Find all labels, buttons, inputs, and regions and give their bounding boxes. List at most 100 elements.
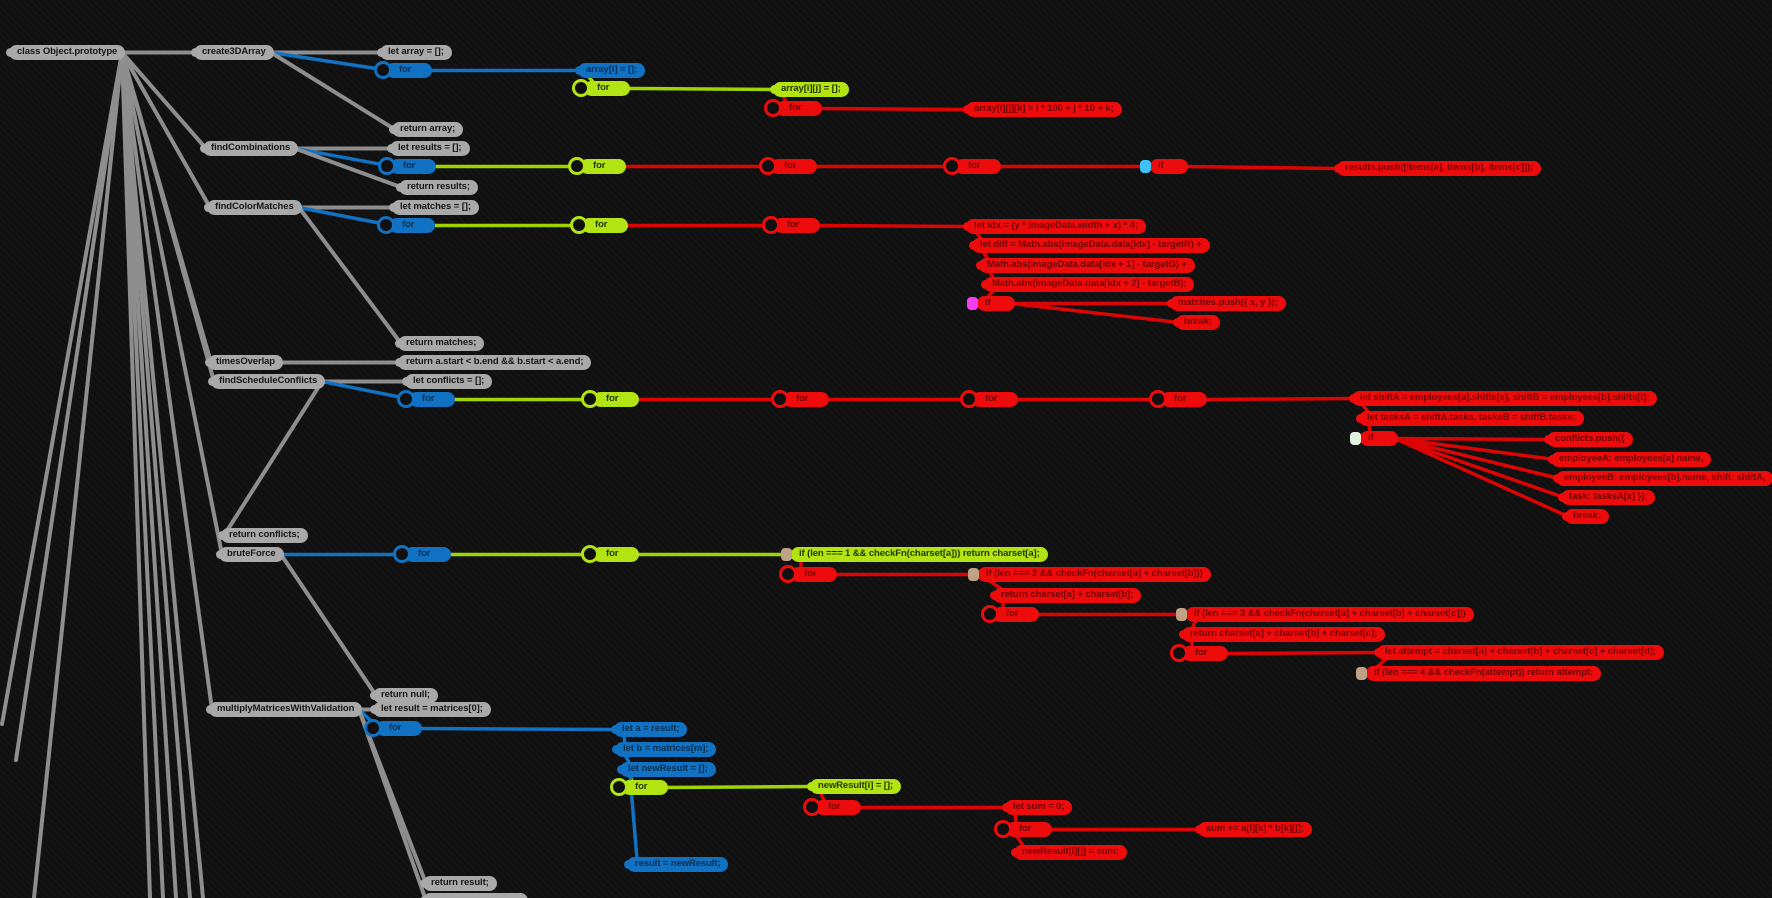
node-label: let diff = Math.abs(imageData.data[idx] … (980, 239, 1202, 250)
c3a-for-j-loop-node[interactable]: for (572, 79, 630, 97)
fn-bruteforce-node[interactable]: bruteForce (216, 547, 284, 562)
to-return-node[interactable]: return a.start < b.end && b.start < a.en… (394, 355, 592, 370)
bf-for1-loop-node[interactable]: for (393, 545, 451, 563)
fsc-stmt1-node[interactable]: let shiftA = employees[a].shifts[s], shi… (1348, 391, 1658, 406)
fcm-return-node[interactable]: return matches; (394, 336, 485, 351)
edge (120, 50, 152, 898)
edge (1183, 164, 1342, 171)
fsc-return-node[interactable]: return conflicts; (218, 528, 308, 543)
fn-multiplymatrices-node[interactable]: multiplyMatricesWithValidation (205, 702, 363, 717)
c3a-stmt-ijk-node[interactable]: array[i][j][k] = i * 100 + j * 10 + k; (963, 102, 1122, 117)
fsc-for4-loop-node[interactable]: for (960, 390, 1018, 408)
fcm-diff-node[interactable]: let diff = Math.abs(imageData.data[idx] … (969, 238, 1210, 253)
fcm-break-node[interactable]: break; (1173, 315, 1220, 330)
fsc-push-node[interactable]: conflicts.push({ (1544, 432, 1633, 447)
node-label: return result; (431, 877, 489, 888)
mm-add-node[interactable]: sum += a[i][k] * b[k][j]; (1195, 822, 1312, 837)
edge (663, 784, 815, 790)
c3a-for-i-loop-node[interactable]: for (374, 61, 432, 79)
fn-create3darray-node[interactable]: create3DArray (191, 45, 274, 60)
root-node[interactable]: class Object.prototype (5, 45, 126, 60)
fc-return-node[interactable]: return results; (396, 180, 478, 195)
fc-let-node[interactable]: let results = []; (387, 141, 470, 156)
mm-sum-node[interactable]: let sum = 0; (1001, 800, 1073, 815)
loop-ring-icon (374, 61, 392, 79)
node-label: employeeA: employees[a].name, (1559, 453, 1704, 464)
mm-return-node[interactable]: return result; (420, 876, 497, 891)
fc-if-node[interactable]: if (1140, 159, 1188, 174)
fcm-if-node[interactable]: if (967, 296, 1015, 311)
mm-assign-node[interactable]: result = newResult; (623, 857, 729, 872)
bf-stmt-node[interactable]: let attempt = charset[a] + charset[b] + … (1374, 645, 1664, 660)
c3a-return-node[interactable]: return array; (388, 122, 464, 137)
loop-ring-icon (581, 545, 599, 563)
mm-for3-loop-node[interactable]: for (803, 798, 861, 816)
bf-ret3-node[interactable]: return charset[a] + charset[b] + charset… (1178, 627, 1386, 642)
bf-if1-node[interactable]: if (len === 1 && checkFn(charset[a])) re… (781, 547, 1048, 562)
fn-timesoverlap-node[interactable]: timesOverlap (205, 355, 283, 370)
node-label: for (828, 801, 841, 812)
loop-ring-icon (960, 390, 978, 408)
fcm-for-x-loop-node[interactable]: for (570, 216, 628, 234)
bf-for4-loop-node[interactable]: for (981, 605, 1039, 623)
node-label: if (1368, 432, 1374, 443)
fc-push-node[interactable]: results.push([items[a], items[b], items[… (1333, 161, 1542, 176)
fsc-p5-node[interactable]: break; (1562, 509, 1609, 524)
mm-nr-node[interactable]: let newResult = []; (617, 762, 716, 777)
mm-a-node[interactable]: let a = result; (610, 722, 688, 737)
c3a-for-k-loop-node[interactable]: for (764, 99, 822, 117)
bf-for3-loop-node[interactable]: for (779, 565, 837, 583)
mm-let-node[interactable]: let result = matrices[0]; (370, 702, 491, 717)
mm-for2-loop-node[interactable]: for (610, 778, 668, 796)
fcm-push-node[interactable]: matches.push({ x, y }); (1167, 296, 1286, 311)
fsc-for5-loop-node[interactable]: for (1149, 390, 1207, 408)
fsc-for2-loop-node[interactable]: for (581, 390, 639, 408)
mm-set-node[interactable]: newResult[i][j] = sum; (1011, 845, 1127, 860)
edge (120, 50, 205, 898)
node-label: conflicts.push({ (1555, 433, 1625, 444)
fc-for-c-loop-node[interactable]: for (759, 157, 817, 175)
fc-for-d-loop-node[interactable]: for (943, 157, 1001, 175)
bf-ret2-node[interactable]: return charset[a] + charset[b]; (989, 588, 1142, 603)
fc-for-b-loop-node[interactable]: for (568, 157, 626, 175)
bf-null-node[interactable]: return null; (370, 688, 438, 703)
bf-if3-node[interactable]: if (len === 3 && checkFn(charset[a] + ch… (1176, 607, 1474, 622)
fsc-for3-loop-node[interactable]: for (771, 390, 829, 408)
mm-nri-node[interactable]: newResult[i] = []; (807, 779, 901, 794)
mm-for1-loop-node[interactable]: for (364, 719, 422, 737)
fcm-for-c-loop-node[interactable]: for (762, 216, 820, 234)
fsc-if-node[interactable]: if (1350, 431, 1398, 446)
node-label: for (784, 160, 797, 171)
fcm-g-node[interactable]: Math.abs(imageData.data[idx + 1] - targe… (976, 258, 1195, 273)
mm-for4-loop-node[interactable]: for (994, 820, 1052, 838)
fsc-for1-loop-node[interactable]: for (397, 390, 455, 408)
c3a-stmt-ij-node[interactable]: array[i][j] = []; (770, 82, 849, 97)
node-label: if (985, 297, 991, 308)
bf-for5-loop-node[interactable]: for (1170, 644, 1228, 662)
fc-for-a-loop-node[interactable]: for (378, 157, 436, 175)
fn-findscheduleconflicts-node[interactable]: findScheduleConflicts (207, 374, 326, 389)
node-label: for (1195, 647, 1208, 658)
bf-for2-loop-node[interactable]: for (581, 545, 639, 563)
fn-findcombinations-node[interactable]: findCombinations (199, 141, 299, 156)
fn-findcolormatches-node[interactable]: findColorMatches (204, 200, 302, 215)
if-condition-icon (1176, 608, 1187, 621)
fsc-let-node[interactable]: let conflicts = []; (401, 374, 493, 389)
node-label: class Object.prototype (17, 46, 118, 57)
bf-if2-node[interactable]: if (len === 2 && checkFn(charset[a] + ch… (968, 567, 1211, 582)
mm-b-node[interactable]: let b = matrices[m]; (611, 742, 717, 757)
bf-if4-node[interactable]: if (len === 4 && checkFn(attempt)) retur… (1356, 666, 1602, 681)
mm-part-node[interactable] (420, 893, 528, 898)
node-label: sum += a[i][k] * b[k][j]; (1206, 823, 1304, 834)
fsc-stmt2-node[interactable]: let tasksA = shiftA.tasks, tasksB = shif… (1356, 411, 1584, 426)
c3a-let-node[interactable]: let array = []; (377, 45, 452, 60)
fsc-p2-node[interactable]: employeeA: employees[a].name, (1547, 452, 1712, 467)
fsc-p4-node[interactable]: task: tasksA[x] }); (1557, 490, 1656, 505)
fcm-idx-node[interactable]: let idx = (y * imageData.width + x) * 4; (963, 219, 1146, 234)
node-label: findCombinations (211, 142, 291, 153)
fsc-p3-node[interactable]: employeeB: employees[b].name, shift: shi… (1552, 471, 1772, 486)
fcm-let-node[interactable]: let matches = []; (389, 200, 479, 215)
c3a-stmt-i-node[interactable]: array[i] = []; (574, 63, 646, 78)
fcm-for-y-loop-node[interactable]: for (377, 216, 435, 234)
fcm-b-node[interactable]: Math.abs(imageData.data[idx + 2] - targe… (980, 277, 1195, 292)
